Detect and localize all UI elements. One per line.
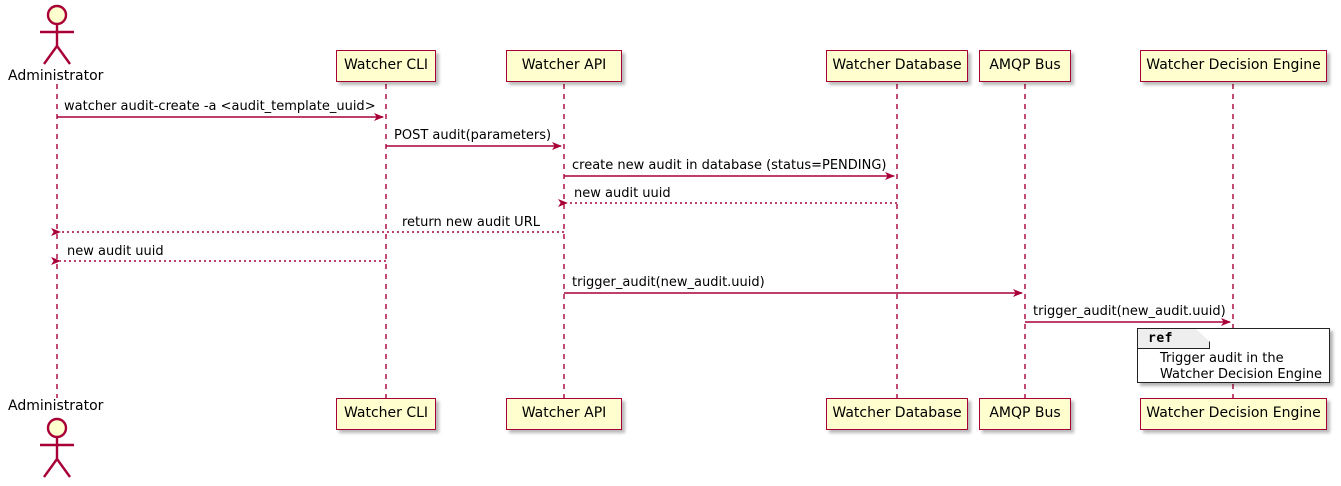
message-label-trigger-audit-engine: trigger_audit(new_audit.uuid) [1033,304,1226,319]
message-label-create-new-audit: create new audit in database (status=PEN… [572,158,887,173]
ref-fragment-operator-label: ref [1148,331,1173,346]
message-label-return-new-audit-url: return new audit URL [402,215,540,230]
actor-glyph-top [40,4,74,65]
participant-box-watcher-cli-top[interactable]: Watcher CLI [336,50,436,82]
participant-box-watcher-api-top[interactable]: Watcher API [506,50,622,82]
actor-label-administrator-bottom: Administrator [8,398,104,414]
actor-leg-right [56,45,71,65]
participant-box-watcher-database-bottom[interactable]: Watcher Database [826,398,968,430]
participant-box-watcher-cli-bottom[interactable]: Watcher CLI [336,398,436,430]
lifelines [56,84,1234,398]
participant-box-watcher-decision-engine-bottom[interactable]: Watcher Decision Engine [1140,398,1327,430]
participant-box-amqp-bus-bottom[interactable]: AMQP Bus [979,398,1071,430]
message-label-new-audit-uuid-db: new audit uuid [574,186,671,201]
participant-box-watcher-decision-engine-top[interactable]: Watcher Decision Engine [1140,50,1327,82]
actor-label-administrator-top: Administrator [8,68,104,84]
message-arrows [51,113,1231,326]
ref-fragment-box: ref Trigger audit in the Watcher Decisio… [1137,328,1330,383]
message-label-new-audit-uuid-cli: new audit uuid [67,244,164,259]
participant-box-watcher-database-top[interactable]: Watcher Database [826,50,968,82]
participant-box-watcher-api-bottom[interactable]: Watcher API [506,398,622,430]
ref-fragment-line-2: Watcher Decision Engine [1160,367,1322,382]
actor-head-icon [46,4,68,26]
participant-box-amqp-bus-top[interactable]: AMQP Bus [979,50,1071,82]
actor-leg-right [56,458,71,478]
ref-fragment-line-1: Trigger audit in the [1160,351,1284,366]
message-label-watcher-audit-create: watcher audit-create -a <audit_template_… [64,99,376,114]
actor-glyph-bottom [40,417,74,478]
actor-leg-left [43,45,58,65]
actor-leg-left [43,458,58,478]
actor-head-icon [46,417,68,439]
message-label-trigger-audit-bus: trigger_audit(new_audit.uuid) [572,275,765,290]
message-label-post-audit: POST audit(parameters) [394,128,552,143]
